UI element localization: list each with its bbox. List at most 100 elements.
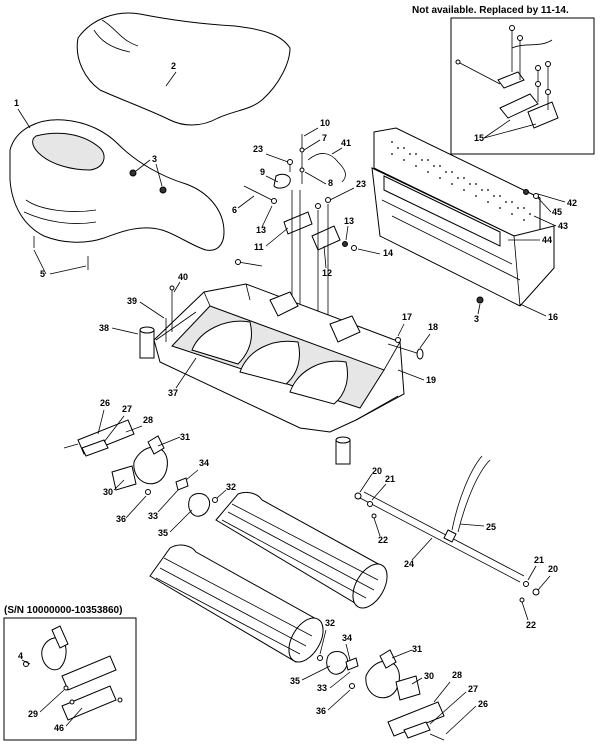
callout-21-right: 21 [534,555,544,565]
callout-15: 15 [474,133,484,143]
nut-23b [315,203,321,209]
callout-38: 38 [99,323,109,333]
callout-43: 43 [558,221,568,231]
replaced-parts-inset [450,17,595,155]
callout-30-left: 30 [103,487,113,497]
callout-9: 9 [260,167,265,177]
bracket-11 [283,211,313,235]
callout-12: 12 [322,268,332,278]
callout-7: 7 [322,133,327,143]
nut-32-right [317,655,323,661]
callout-34-left: 34 [199,458,209,468]
housing-rib-a [191,320,252,365]
callout-41: 41 [341,138,351,148]
callout-4: 4 [18,651,23,661]
clip-22-left [371,513,377,519]
callout-46: 46 [54,723,64,733]
callout-5: 5 [40,269,45,279]
callout-2: 2 [171,61,176,71]
callout-33-left: 33 [148,511,158,521]
housing-rib-b [239,340,300,385]
callout-35-right: 35 [290,676,300,686]
callout-11: 11 [254,242,264,252]
callout-32-right: 32 [325,618,335,628]
callout-27-right: 27 [468,684,478,694]
callout-14: 14 [383,248,393,258]
callout-3-hopper: 3 [474,314,479,324]
bolt-6 [243,185,273,201]
plate-27-right [403,721,431,739]
bolt-top-left [237,261,263,267]
tube-24 [359,497,521,583]
callout-8: 8 [328,178,333,188]
perforation-pattern [391,141,531,221]
callout-19: 19 [426,375,436,385]
callout-22-left: 22 [378,535,388,545]
callout-42: 42 [567,198,577,208]
callout-28-left: 28 [143,415,153,425]
callout-27-left: 27 [122,404,132,414]
clip-17 [395,337,401,343]
callout-10: 10 [320,118,330,128]
callout-34-right: 34 [342,633,352,643]
plate-30-left [111,465,137,491]
nut-32-left [212,497,218,503]
callout-31-right: 31 [412,644,422,654]
bracket-31-left [133,446,168,485]
callout-17: 17 [402,312,412,322]
callout-18: 18 [428,322,438,332]
screw-26-right [429,733,445,741]
callout-45: 45 [552,207,562,217]
callout-13-left: 13 [256,225,266,235]
nut-3a [129,169,137,177]
callout-3-hood: 3 [152,154,157,164]
callout-31-left: 31 [180,432,190,442]
shaft-34-left [175,477,189,491]
hose-25 [451,455,483,531]
shaft-34-right [345,657,359,671]
callout-6: 6 [232,205,237,215]
brush-roller-front [149,544,324,663]
callout-16: 16 [548,312,558,322]
pin-18 [387,343,421,355]
nut-23a [287,159,293,165]
callout-1: 1 [14,98,19,108]
callout-26-right: 26 [478,699,488,709]
callout-29: 29 [28,709,38,719]
clamp-9 [273,173,291,189]
callout-20-right: 20 [548,564,558,574]
fitting-20-right [532,588,540,596]
plate-28-right [387,701,445,737]
callout-21-left: 21 [385,474,395,484]
callout-25: 25 [486,522,496,532]
screw-26-left [63,443,79,449]
callout-23-left: 23 [253,144,263,154]
plate-27-left [81,439,109,457]
bracket-31-right [365,660,400,699]
clip-22-right [519,597,525,603]
nut-42 [523,189,529,195]
nut-3b [159,186,167,194]
callout-28-right: 28 [452,670,462,680]
inset-plate-46 [61,655,117,691]
hub-35-left [188,493,211,517]
callout-33-right: 33 [317,683,327,693]
hopper-slot-44 [383,175,501,247]
brush-roller-rear [215,491,388,609]
hood-top [76,12,291,126]
clamp-21-left [367,501,373,507]
plate-30-right [395,675,421,701]
inset-bracket-assembly [455,25,559,129]
bracket-12 [311,225,341,251]
housing-mount-tabs [269,291,361,343]
callout-44: 44 [542,235,552,245]
serial-range-label: (S/N 10000000-10353860) [4,605,122,616]
washer-45 [533,193,539,199]
callout-23-right: 23 [356,179,366,189]
callout-37: 37 [168,388,178,398]
callout-24: 24 [404,559,414,569]
callout-36-right: 36 [316,706,326,716]
housing-rib-c [289,360,348,405]
bumper-rear [335,439,351,465]
nut-14 [342,241,348,247]
